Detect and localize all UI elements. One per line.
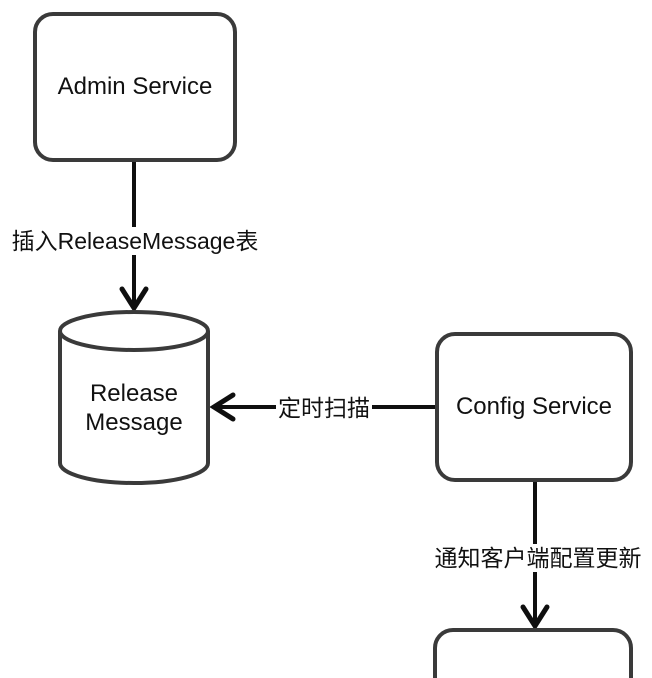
- node-config-service-label: Config Service: [455, 393, 613, 420]
- release-label-line1: Release: [89, 380, 179, 407]
- release-label-line2: Message: [85, 409, 183, 436]
- edge-label-notify-client-config-update: 通知客户端配置更新: [432, 544, 644, 572]
- node-release-message-label: Release Message: [58, 379, 210, 437]
- edge-label-scheduled-scan: 定时扫描: [276, 394, 372, 422]
- node-admin-service-label: Admin Service: [57, 73, 213, 100]
- database-cylinder-icon: [58, 310, 210, 485]
- arrow-down-icon: [520, 604, 550, 631]
- node-config-service: Config Service: [435, 332, 633, 482]
- arrow-down-icon: [119, 286, 149, 313]
- arrow-left-icon: [209, 392, 236, 422]
- node-admin-service: Admin Service: [33, 12, 237, 162]
- node-client-partial: [433, 628, 633, 678]
- edge-label-insert-release-message: 插入ReleaseMessage表: [9, 227, 261, 255]
